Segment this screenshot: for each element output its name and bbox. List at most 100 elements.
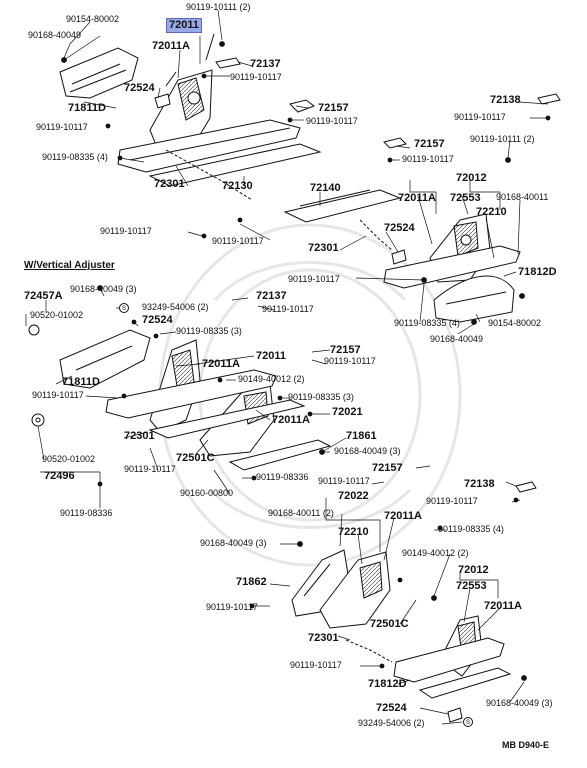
callout-part-number: 90520-01002: [30, 310, 84, 320]
callout-part-number: 72022: [338, 490, 369, 502]
callout-part-number: 90119-10117: [206, 602, 258, 612]
part-72138-lower: [515, 481, 537, 493]
part-71811d-upper: [59, 47, 139, 99]
part-72157-upper: [289, 99, 316, 113]
callout-part-number: 72011A: [398, 192, 436, 204]
callout-part-number: 90119-10117: [290, 660, 342, 670]
section-title: W/Vertical Adjuster: [24, 260, 115, 271]
diagram-code: MB D940-E: [502, 740, 550, 750]
part-72138-upper: [537, 93, 561, 105]
callout-part-number: 72457A: [24, 290, 63, 302]
callout-part-number: 72210: [476, 206, 507, 218]
callout-part-number: 71812D: [368, 678, 407, 690]
part-71812d-upper: [433, 275, 515, 323]
callout-part-number: 72138: [490, 94, 521, 106]
callout-part-number: 90119-08336: [256, 472, 309, 482]
part-90520-washer: [28, 324, 40, 336]
callout-part-number: 71862: [236, 576, 267, 588]
callout-part-number: 90520-01002: [42, 454, 96, 464]
part-72457a-mid: [59, 329, 151, 389]
callout-part-number: 72012: [458, 564, 489, 576]
part-72301-lower-cable: [345, 639, 393, 663]
part-72140-rail: [283, 189, 402, 223]
callout-part-number: 90168-40049 (3): [200, 538, 267, 548]
callout-part-number: 72137: [256, 290, 287, 302]
callout-part-number: 72140: [310, 182, 341, 194]
callout-part-number: 72301: [154, 178, 185, 190]
part-72137-upper: [215, 57, 241, 69]
callout-part-number: 72501C: [370, 618, 409, 630]
callout-part-number: 72130: [222, 180, 253, 192]
callout-part-number: 72501C: [176, 452, 215, 464]
callout-part-number: 90119-08335 (4): [438, 524, 504, 534]
callout-part-number: 90168-40049: [430, 334, 484, 344]
watermark-logo: [158, 223, 462, 567]
callout-part-number: 90168-40049: [28, 30, 82, 40]
callout-part-number: 72011: [256, 350, 286, 362]
callout-part-number: 72301: [308, 242, 339, 254]
callout-part-number: 90154-80002: [66, 14, 120, 24]
part-72022-frame: [319, 551, 391, 629]
callout-part-number: 90168-40011: [496, 192, 549, 202]
callout-part-number: 72553: [456, 580, 487, 592]
callout-part-number: 90119-08335 (4): [394, 318, 460, 328]
callout-part-number: 71811D: [68, 102, 106, 114]
callout-part-number: 72157: [318, 102, 349, 114]
callout-part-number: 90119-08335 (3): [288, 392, 354, 402]
callout-part-number: 93249-54006 (2): [142, 302, 209, 312]
callout-part-number: 90119-10117: [426, 496, 478, 506]
callout-part-number: 90119-10117: [230, 72, 282, 82]
callout-part-number: 90119-10117: [324, 356, 376, 366]
callout-part-number: 90119-10117: [124, 464, 176, 474]
part-72130-track: [117, 119, 322, 187]
callout-part-number: 90119-10117: [262, 304, 314, 314]
callout-part-number: 72137: [250, 58, 281, 70]
symbol-s-text: S S: [122, 306, 470, 726]
callout-part-number: 93249-54006 (2): [358, 718, 425, 728]
callout-part-number: 72021: [332, 406, 363, 418]
callout-part-number: 72157: [414, 138, 445, 150]
callout-part-number: 72012: [456, 172, 487, 184]
callout-part-number: 72553: [450, 192, 481, 204]
symbol-s-markers: [119, 303, 473, 727]
part-72524-upper: [154, 71, 177, 109]
svg-text:S: S: [122, 306, 126, 312]
part-lower-track: [393, 637, 512, 699]
callout-part-number: 90168-40049 (3): [486, 698, 553, 708]
part-72301-upper-cable: [165, 149, 253, 201]
callout-part-number: 72524: [376, 702, 407, 714]
callout-part-number: 90119-08335 (4): [42, 152, 108, 162]
part-track-upper-right: [383, 245, 521, 289]
svg-text:S: S: [466, 720, 470, 726]
callout-part-number: 71811D: [62, 376, 100, 388]
callout-part-number: 72524: [124, 82, 155, 94]
callout-part-number: 90119-10117: [36, 122, 88, 132]
part-71861: [228, 439, 332, 471]
callout-part-number: 72138: [464, 478, 495, 490]
callout-part-number: 90119-10111 (2): [186, 2, 251, 12]
callout-part-number: 72524: [142, 314, 173, 326]
callout-part-number: 72301: [124, 430, 155, 442]
callout-part-number: 90119-10117: [402, 154, 454, 164]
callout-part-number: 71812D: [518, 266, 557, 278]
callout-part-number: 72301: [308, 632, 339, 644]
callout-part-number: 71861: [346, 430, 377, 442]
callout-part-number: 90168-40011 (2): [268, 508, 334, 518]
callout-part-number: 90119-10117: [318, 476, 370, 486]
part-72496-knob: [31, 413, 45, 427]
callout-part-number: 72011A: [384, 510, 422, 522]
callout-part-number: 90119-10117: [100, 226, 152, 236]
callout-part-number: 72210: [338, 526, 369, 538]
callout-part-number: 90119-08335 (3): [176, 326, 242, 336]
part-72524-lower: [447, 707, 463, 723]
callout-part-number-highlighted[interactable]: 72011: [166, 18, 202, 33]
callout-part-number: 90160-00800: [180, 488, 234, 498]
callout-part-number: 90119-10117: [306, 116, 358, 126]
callout-part-number: 90119-08336: [60, 508, 113, 518]
callout-part-number: 90168-40049 (3): [334, 446, 401, 456]
part-72157-right: [383, 137, 407, 149]
callout-part-number: 72011A: [202, 358, 240, 370]
callout-part-number: 72157: [372, 462, 403, 474]
callout-part-number: 90149-40012 (2): [402, 548, 469, 558]
